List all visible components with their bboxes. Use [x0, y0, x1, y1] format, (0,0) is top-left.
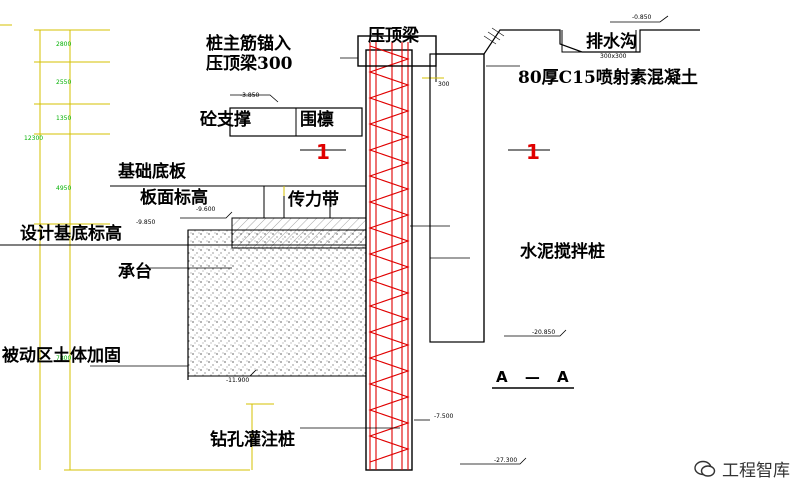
- pile-cap-block: [231, 217, 367, 249]
- elevation-strut: -3.850: [240, 92, 260, 99]
- elevation-reinforce-bottom: -11.900: [226, 377, 250, 384]
- svg-text:12300: 12300: [24, 135, 43, 142]
- pile-rebar-anchor-label: 桩主筋锚入: [206, 34, 291, 54]
- dimension-300: 300: [438, 81, 450, 88]
- elevation-ditch: 300x300: [600, 53, 627, 60]
- cap-beam: [357, 35, 437, 67]
- elevation-cap: -9.850: [136, 219, 156, 226]
- svg-text:2800: 2800: [56, 41, 71, 48]
- pile-cap-label: 承台: [118, 262, 152, 282]
- section-mark-right: 1: [526, 140, 540, 164]
- elevation-pile-bottom: -27.300: [494, 457, 518, 464]
- pile-rebar-anchor-label-2: 压顶梁300: [206, 54, 293, 74]
- foundation-slab-label: 基础底板: [118, 162, 186, 182]
- bored-pile: [365, 49, 413, 471]
- drainage-ditch-label: 排水沟: [586, 32, 637, 52]
- svg-text:1350: 1350: [56, 115, 71, 122]
- slab-elevation-label: 板面标高: [140, 188, 208, 208]
- passive-zone-label: 被动区土体加固: [2, 346, 121, 366]
- concrete-strut-label: 砼支撑: [200, 110, 251, 130]
- left-dimension-values: 2800 2550 1350 4950 12300 7800: [24, 41, 71, 362]
- drainage-ditch-outline: [561, 30, 637, 53]
- cap-beam-label: 压顶梁: [368, 26, 419, 46]
- wechat-icon: [694, 460, 716, 477]
- design-pit-bottom-label: 设计基底标高: [20, 224, 122, 244]
- elevation-pile-point: -7.500: [434, 413, 454, 420]
- watermark: 工程智库: [694, 456, 790, 481]
- watermark-text: 工程智库: [722, 461, 790, 481]
- shotcrete-label: 80厚C15喷射素混凝土: [518, 68, 698, 88]
- left-dimension-chain: [0, 24, 250, 471]
- waling-label: 围檩: [300, 110, 334, 130]
- section-mark-left: 1: [316, 140, 330, 164]
- svg-text:7800: 7800: [56, 355, 71, 362]
- passive-zone-soil: [187, 229, 367, 377]
- svg-text:2550: 2550: [56, 79, 71, 86]
- force-transfer-belt-label: 传力带: [288, 190, 339, 210]
- cement-mixing-pile-label: 水泥搅拌桩: [520, 242, 605, 262]
- leader-lines: [90, 57, 520, 429]
- section-title: A — A: [496, 368, 575, 386]
- elevation-slab: -9.600: [196, 206, 216, 213]
- ground-surface: [436, 29, 700, 55]
- pile-rebar-cage: [368, 42, 410, 470]
- elevation-mix-bottom: -20.850: [532, 329, 556, 336]
- svg-text:4950: 4950: [56, 185, 71, 192]
- elevation-top: -0.850: [632, 14, 652, 21]
- cement-mixing-pile: [429, 53, 485, 343]
- bored-pile-label: 钻孔灌注桩: [210, 430, 295, 450]
